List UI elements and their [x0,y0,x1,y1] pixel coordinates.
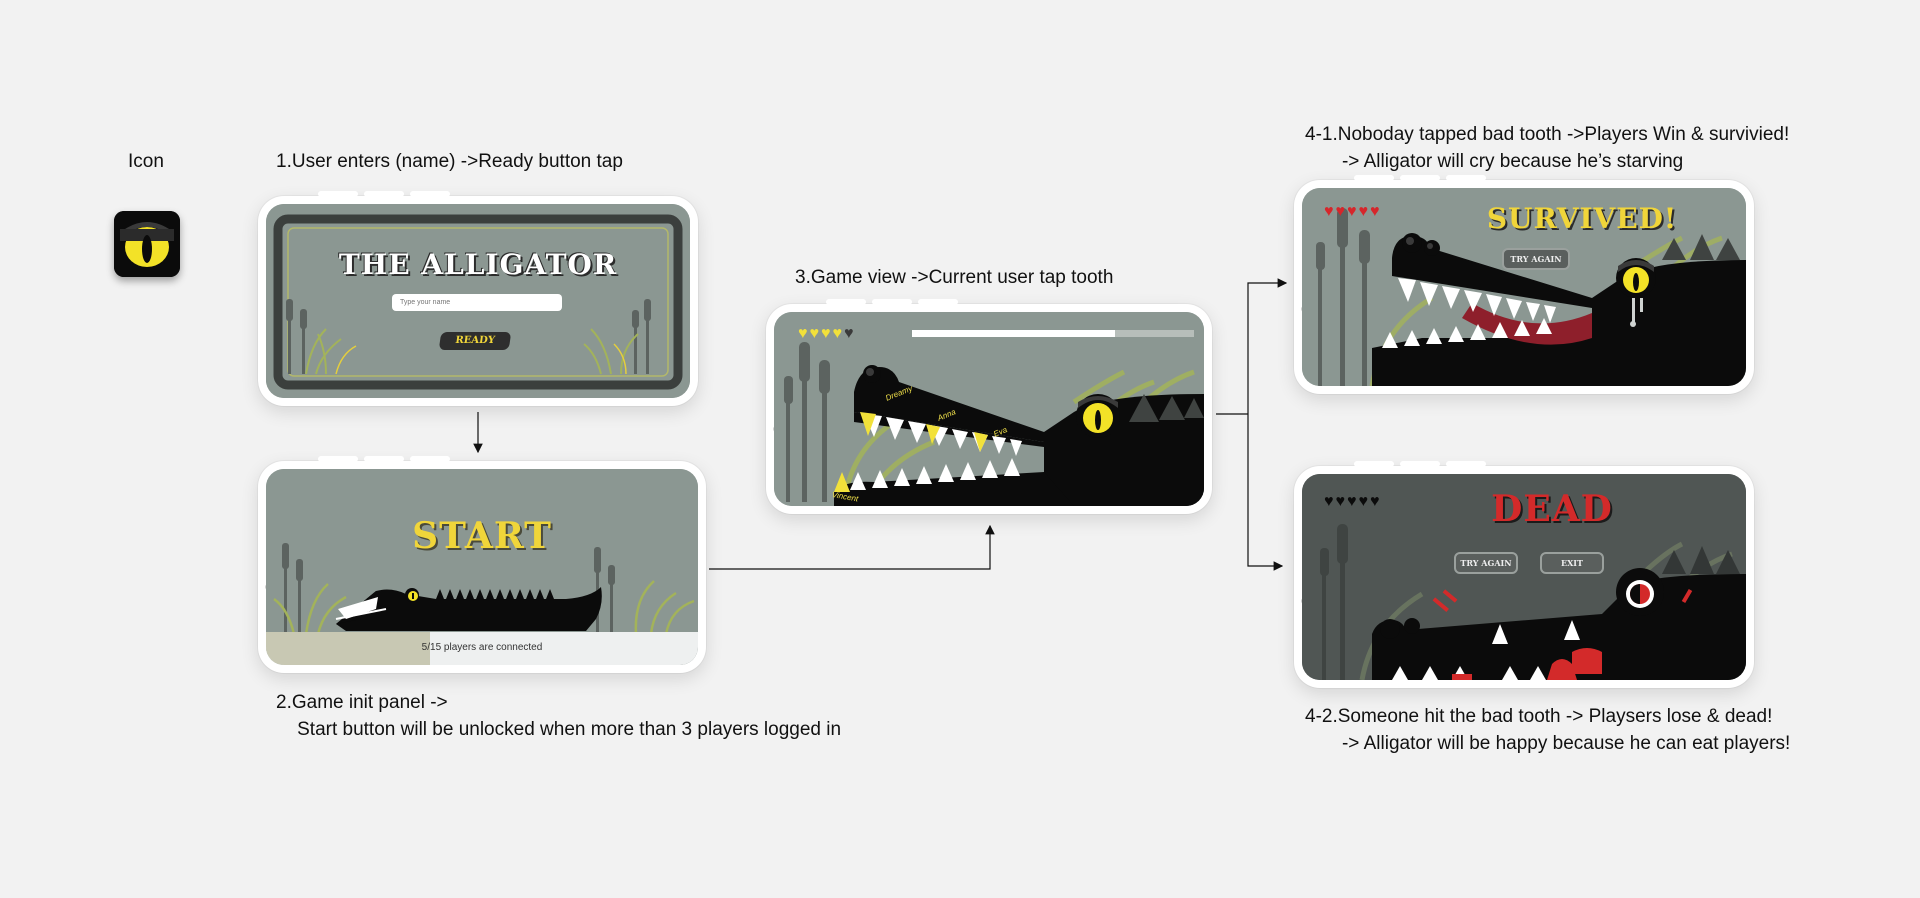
title-screen: THE ALLIGATOR READY [266,204,690,398]
try-again-button[interactable]: TRY AGAIN [1502,248,1570,270]
phone-game-screen: ♥♥♥♥♥ Dreamy Anna Eva Vincent [766,299,1212,514]
game-screen: ♥♥♥♥♥ Dreamy Anna Eva Vincent [774,312,1204,506]
alligator-eating [1372,546,1746,680]
step42-caption: 4-2.Someone hit the bad tooth -> Playser… [1305,706,1791,754]
alligator-eye-icon [114,211,180,277]
step2-caption: 2.Game init panel -> Start button will b… [276,692,842,740]
alligator-crying [1372,233,1746,386]
icon-caption: Icon [128,151,164,172]
game-scene [774,312,1204,506]
lives-hearts-win: ♥♥♥♥♥ [1324,203,1382,220]
phone-win-screen: ♥♥♥♥♥ SURVIVED! TRY AGAIN [1294,175,1754,394]
app-icon[interactable] [114,211,180,277]
hearts-empty: ♥ [844,325,856,342]
phone-lose-screen: ♥♥♥♥♥ DEAD TRY AGAIN EXIT [1294,461,1754,688]
step41-caption: 4-1.Noboday tapped bad tooth ->Players W… [1305,124,1790,172]
init-swamp-scene [266,469,698,665]
arrow-3-to-42 [1247,414,1284,571]
try-again-button[interactable]: TRY AGAIN [1454,552,1518,574]
lives-hearts-lose: ♥♥♥♥♥ [1324,493,1382,510]
win-scene [1302,188,1746,386]
name-input[interactable] [392,294,562,311]
start-button[interactable]: START [412,515,552,557]
lose-scene [1302,474,1746,680]
alligator-side [335,587,602,631]
lives-hearts: ♥♥♥♥♥ [798,326,856,342]
step1-caption: 1.User enters (name) ->Ready button tap [276,151,623,172]
win-screen: ♥♥♥♥♥ SURVIVED! TRY AGAIN [1302,188,1746,386]
dead-title: DEAD [1491,488,1613,530]
alligator-open-mouth [834,365,1204,506]
game-title: THE ALLIGATOR [338,248,618,281]
arrow-3-to-41 [1247,278,1288,414]
phone-init-screen: START 5/15 players are connected [258,456,706,673]
players-connected-text: 5/15 players are connected [421,642,543,653]
arrow-2-to-3 [709,524,995,570]
ready-button[interactable]: READY [438,332,512,350]
phone-title-screen: THE ALLIGATOR READY [258,191,698,406]
step3-caption: 3.Game view ->Current user tap tooth [795,267,1114,288]
lose-screen: ♥♥♥♥♥ DEAD TRY AGAIN EXIT [1302,474,1746,680]
hearts-full: ♥♥♥♥ [798,325,844,342]
init-screen: START 5/15 players are connected [266,469,698,665]
exit-button[interactable]: EXIT [1540,552,1604,574]
survived-title: SURVIVED! [1486,202,1678,235]
